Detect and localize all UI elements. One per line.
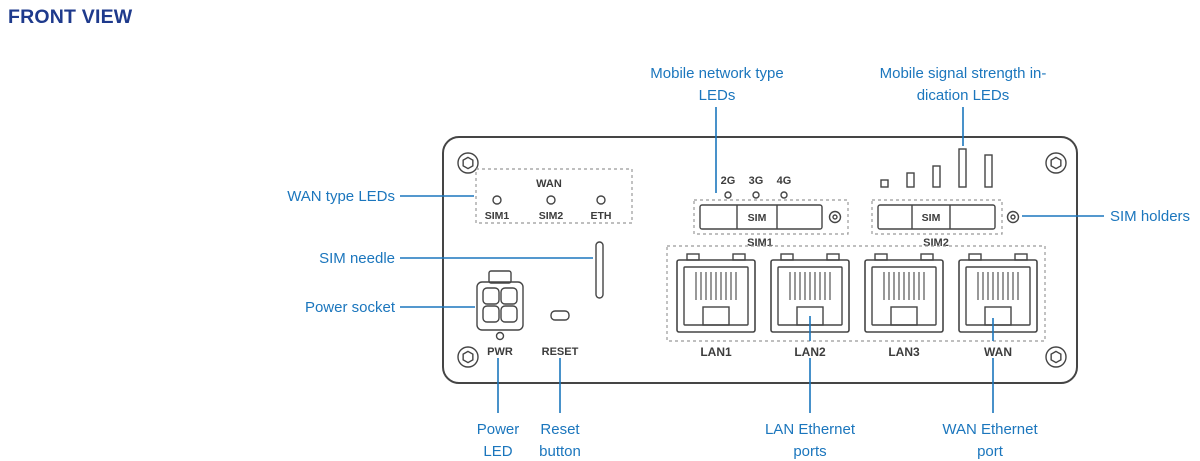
signal-bar-4 — [958, 148, 967, 188]
led-4g-label: 4G — [777, 175, 792, 187]
wan-port-label: WAN — [984, 345, 1012, 359]
sim2-tray — [877, 204, 996, 230]
sim1-name-label: SIM1 — [747, 237, 773, 249]
sim2-tray-label: SIM — [922, 212, 941, 224]
mobile-network-callout-line1: Mobile network type — [650, 65, 783, 82]
wan-type-led-group: WAN SIM1 SIM2 ETH — [475, 168, 633, 224]
network-type-led-group: 2G 3G 4G — [721, 175, 792, 199]
device-body — [442, 136, 1078, 384]
device-outline — [442, 136, 1078, 384]
led-4g — [780, 191, 788, 199]
signal-bar-2 — [906, 172, 915, 188]
sim1-eject-hole — [828, 210, 842, 224]
callout-lines — [400, 107, 1104, 413]
sim-needle — [595, 241, 604, 299]
signal-bar-3 — [932, 165, 941, 188]
sim-needle-callout-label: SIM needle — [319, 250, 395, 267]
eth-led-label: ETH — [591, 210, 612, 222]
page-title: FRONT VIEW — [8, 6, 133, 28]
wan-port-callout-line2: port — [977, 443, 1004, 460]
sim-holders-callout-label: SIM holders — [1110, 208, 1190, 225]
reset-button — [550, 310, 570, 321]
power-led-callout-line2: LED — [483, 443, 512, 460]
wan-port-callout-line1: WAN Ethernet — [942, 421, 1038, 438]
ethernet-ports-group: LAN1 LAN2 LAN3 WAN — [666, 245, 1046, 359]
signal-bar-5 — [984, 154, 993, 188]
lan-ports-callout-line1: LAN Ethernet — [765, 421, 856, 438]
lan1-port-label: LAN1 — [700, 345, 732, 359]
sim2-led-label: SIM2 — [539, 210, 564, 222]
sim1-tray — [699, 204, 823, 230]
sim1-led-label: SIM1 — [485, 210, 510, 222]
sim1-tray-label: SIM — [748, 212, 767, 224]
wan-led-group-title: WAN — [536, 178, 562, 190]
lan-ports-callout-line2: ports — [793, 443, 826, 460]
mobile-network-callout-line2: LEDs — [699, 87, 736, 104]
power-socket-callout-label: Power socket — [305, 299, 396, 316]
sim1-tray-dividers — [736, 205, 778, 229]
sim2-name-label: SIM2 — [923, 237, 949, 249]
sim2-tray-dividers — [911, 205, 951, 229]
sim-holder-hole — [1006, 210, 1020, 224]
power-led — [495, 331, 505, 341]
sim2-dashed-box — [871, 199, 1003, 235]
led-3g-label: 3G — [749, 175, 764, 187]
sim1-dashed-box — [693, 199, 849, 235]
power-socket — [476, 270, 524, 331]
power-socket-tab — [488, 270, 512, 284]
power-led-label: PWR — [487, 346, 513, 358]
led-2g-label: 2G — [721, 175, 736, 187]
signal-strength-led-group — [880, 148, 993, 188]
led-3g — [752, 191, 760, 199]
ports-dashed-box — [666, 245, 1046, 342]
lan3-port-label: LAN3 — [888, 345, 920, 359]
eth-wan-led — [596, 195, 606, 205]
reset-button-callout-line2: button — [539, 443, 581, 460]
power-socket-body — [476, 281, 524, 331]
signal-strength-callout-line2: dication LEDs — [917, 87, 1010, 104]
sim2-wan-led — [546, 195, 556, 205]
reset-button-callout-line1: Reset — [540, 421, 580, 438]
led-2g — [724, 191, 732, 199]
power-led-callout-line1: Power — [477, 421, 520, 438]
callout-labels: Mobile network type LEDs Mobile signal s… — [287, 65, 1190, 460]
wan-led-dashed-box — [475, 168, 633, 224]
signal-bar-1 — [880, 179, 889, 188]
reset-button-label: RESET — [542, 346, 579, 358]
signal-strength-callout-line1: Mobile signal strength in- — [880, 65, 1047, 82]
sim2-holder: SIM SIM2 — [871, 199, 1003, 249]
lan2-port-label: LAN2 — [794, 345, 826, 359]
wan-type-callout-label: WAN type LEDs — [287, 188, 395, 205]
sim1-wan-led — [492, 195, 502, 205]
